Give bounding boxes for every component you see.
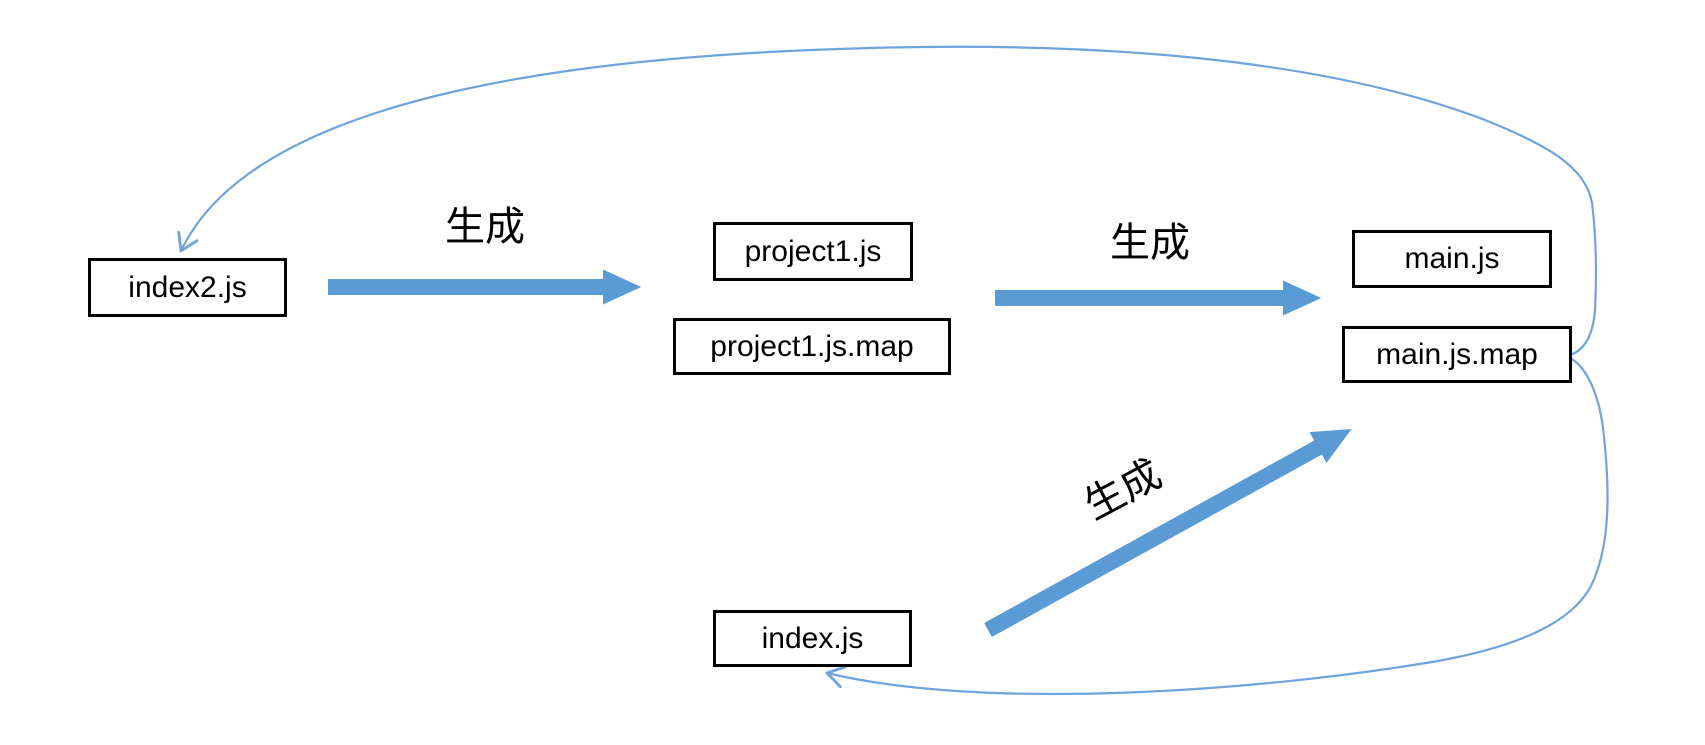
- generate-arrow-index-to-mainmap: [984, 428, 1352, 638]
- loop-curve-map-to-index2: [177, 45, 1598, 357]
- node-project1-js-map-label: project1.js.map: [710, 329, 914, 363]
- node-index2-js-label: index2.js: [128, 270, 247, 304]
- generate-label-1: 生成: [445, 205, 525, 249]
- node-main-js-label: main.js: [1404, 242, 1500, 275]
- node-index-js-label: index.js: [761, 621, 864, 655]
- node-index-js: index.js: [713, 610, 912, 667]
- node-project1-js-map: project1.js.map: [673, 318, 951, 375]
- node-main-js-map-label: main.js.map: [1376, 337, 1538, 371]
- node-main-js-map: main.js.map: [1342, 326, 1572, 383]
- generate-label-2: 生成: [1110, 221, 1190, 265]
- node-main-js: main.js: [1352, 230, 1552, 288]
- loop-curve-map-to-index: [825, 357, 1609, 696]
- node-project1-js: project1.js: [713, 222, 913, 281]
- node-index2-js: index2.js: [88, 258, 287, 317]
- node-project1-js-label: project1.js: [744, 234, 882, 268]
